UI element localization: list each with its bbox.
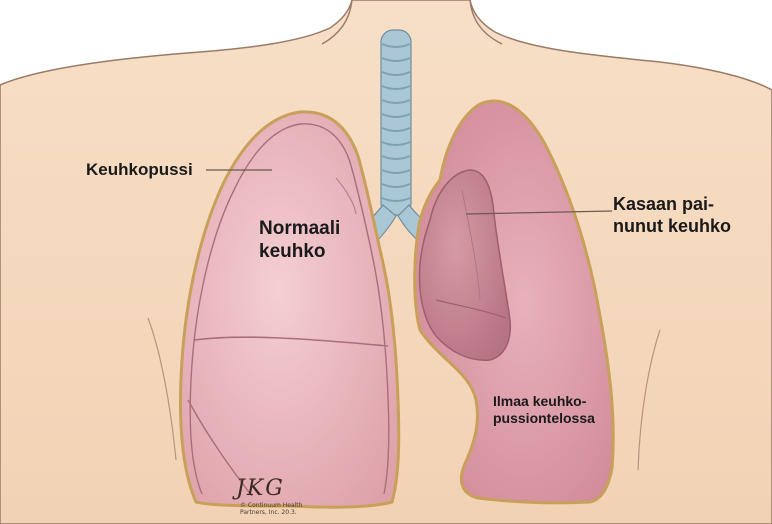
pleural-air-label-line-1: Ilmaa keuhko- [493, 393, 595, 410]
collapsed-lung-label: Kasaan pai- nunut keuhko [613, 194, 731, 237]
pleural-air-label: Ilmaa keuhko- pussiontelossa [493, 393, 595, 427]
pleura-label-text: Keuhkopussi [86, 160, 193, 180]
pleural-air-label-line-2: pussiontelossa [493, 410, 595, 427]
copyright-line-1: © Continuum Health [240, 502, 302, 509]
normal-lung-label-line-2: keuhko [259, 241, 340, 264]
copyright-line-2: Partners, Inc. 20.3. [240, 509, 302, 516]
artist-signature: JKG [236, 476, 285, 501]
pleura-label: Keuhkopussi [86, 160, 193, 180]
collapsed-lung-label-line-2: nunut keuhko [613, 216, 731, 238]
normal-lung-label: Normaali keuhko [259, 218, 340, 264]
normal-lung-label-line-1: Normaali [259, 218, 340, 241]
collapsed-lung-label-line-1: Kasaan pai- [613, 194, 731, 216]
artist-copyright: © Continuum Health Partners, Inc. 20.3. [240, 502, 302, 516]
